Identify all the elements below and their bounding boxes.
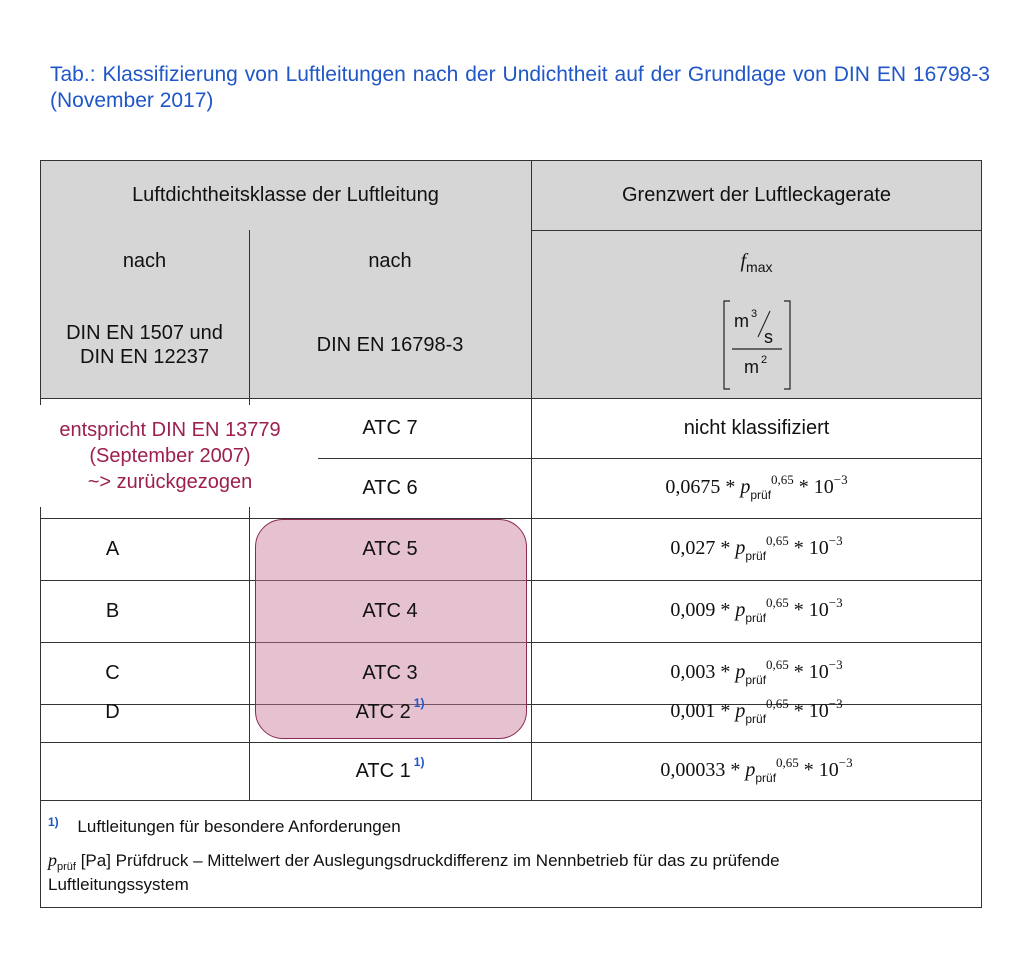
fmax-symbol: fmax	[740, 249, 773, 275]
header-col1-norm-text: DIN EN 1507 und DIN EN 12237	[66, 322, 223, 368]
unit-s-text: s	[764, 327, 773, 347]
header-col1-nach-text: nach	[122, 250, 167, 272]
footnote-marker: 1)	[48, 815, 59, 829]
unit-m2-text: m	[744, 357, 759, 377]
annotation-line-3: ~> zurückgezogen	[87, 471, 253, 493]
header-limit-title-text: Grenzwert der Luftleckagerate	[621, 184, 892, 206]
header-unit: m 3 s m 2	[531, 292, 982, 398]
footnote-p: p	[48, 850, 57, 870]
header-col1-nach: nach	[40, 230, 249, 292]
fmax-f: f	[740, 249, 747, 272]
footnote-1-text: Luftleitungen für besondere Anforderunge…	[77, 817, 401, 836]
header-col2-nach-text: nach	[368, 250, 412, 272]
annotation-line-2: (September 2007)	[89, 445, 251, 467]
table-caption: Tab.: Klassifizierung von Luftleitungen …	[50, 63, 990, 112]
unit-m3-text: m	[734, 311, 749, 331]
classification-table: Luftdichtheitsklasse der Luftleitung Gre…	[40, 160, 982, 908]
atc-highlight-box	[255, 519, 527, 739]
footnote-2-line1: [Pa] Prüfdruck – Mittelwert der Auslegun…	[75, 851, 780, 870]
footnote-2-line2: Luftleitungssystem	[48, 875, 189, 894]
header-col2-norm-text: DIN EN 16798-3	[316, 334, 464, 356]
footnote-p-symbol: pprüf	[48, 850, 76, 873]
footnote-1: 1) Luftleitungen für besondere Anforderu…	[48, 815, 401, 839]
unit-fraction-icon: m 3 s m 2	[722, 300, 791, 390]
header-group-title: Luftdichtheitsklasse der Luftleitung	[40, 160, 531, 230]
fmax-sub: max	[746, 258, 773, 275]
header-col2-norm: DIN EN 16798-3	[249, 292, 531, 398]
footnote-2: pprüf [Pa] Prüfdruck – Mittelwert der Au…	[48, 849, 780, 896]
footnote-p-sub: prüf	[57, 861, 76, 873]
header-col1-norm: DIN EN 1507 und DIN EN 12237	[40, 292, 249, 398]
header-limit-title: Grenzwert der Luftleckagerate	[531, 160, 982, 230]
header-fmax: fmax	[531, 230, 982, 292]
header-group-title-text: Luftdichtheitsklasse der Luftleitung	[132, 184, 439, 206]
header-col2-nach: nach	[249, 230, 531, 292]
unit-exp3-text: 3	[751, 308, 757, 320]
unit-exp2-text: 2	[761, 354, 767, 366]
annotation-line-1: entspricht DIN EN 13779	[59, 419, 281, 441]
withdrawn-annotation: entspricht DIN EN 13779 (September 2007)…	[22, 405, 318, 507]
